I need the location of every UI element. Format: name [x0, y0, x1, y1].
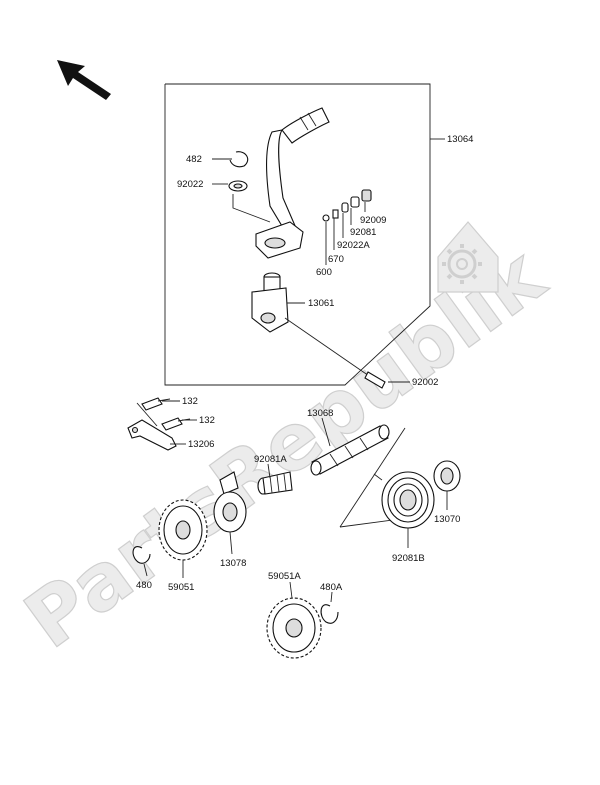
bolt-132-upper [141, 397, 171, 411]
gear-icon [437, 221, 499, 293]
ratchet-gear [213, 471, 247, 533]
label-92009: 92009 [360, 215, 386, 226]
spring-guide-13070 [433, 460, 461, 492]
label-482: 482 [186, 154, 202, 165]
spring-92022A [332, 209, 339, 219]
washer-92022 [228, 180, 248, 192]
label-600: 600 [316, 267, 332, 278]
label-92081: 92081 [350, 227, 376, 238]
label-92022: 92022 [177, 179, 203, 190]
kick-pedal [255, 107, 330, 259]
label-92081B: 92081B [392, 553, 425, 564]
label-59051: 59051 [168, 582, 194, 593]
plug-92009 [361, 189, 372, 202]
spring-92081 [341, 202, 349, 213]
label-132-lower: 132 [199, 415, 215, 426]
part-labels: 13064 482 92022 92009 92081 92022A 670 6… [136, 134, 473, 593]
label-13061: 13061 [308, 298, 334, 309]
circlip-482 [229, 151, 249, 168]
label-480: 480 [136, 580, 152, 591]
ball-600 [322, 214, 330, 222]
kick-gear [158, 499, 208, 561]
stopper-plate [127, 419, 177, 451]
label-670: 670 [328, 254, 344, 265]
kick-shaft [310, 424, 390, 476]
label-59051A: 59051A [268, 571, 301, 582]
label-92081A: 92081A [254, 454, 287, 465]
label-480A: 480A [320, 582, 343, 593]
bolt-92009 [350, 196, 360, 208]
label-13206: 13206 [188, 439, 214, 450]
bolt-92002 [284, 317, 386, 389]
label-13070: 13070 [434, 514, 460, 525]
label-92002: 92002 [412, 377, 438, 388]
arrow-up-left-icon [57, 60, 111, 100]
assembly-bracket [164, 83, 445, 386]
label-132-upper: 132 [182, 396, 198, 407]
label-13064: 13064 [447, 134, 473, 145]
idle-gear [266, 597, 322, 659]
leader-lines [143, 158, 448, 603]
label-13068: 13068 [307, 408, 333, 419]
label-92022A: 92022A [337, 240, 370, 251]
circlip-480 [132, 546, 151, 564]
label-13078: 13078 [220, 558, 246, 569]
kick-boss [251, 272, 289, 333]
torsion-spring-92081B [373, 471, 435, 529]
circlip-480A [320, 604, 339, 624]
